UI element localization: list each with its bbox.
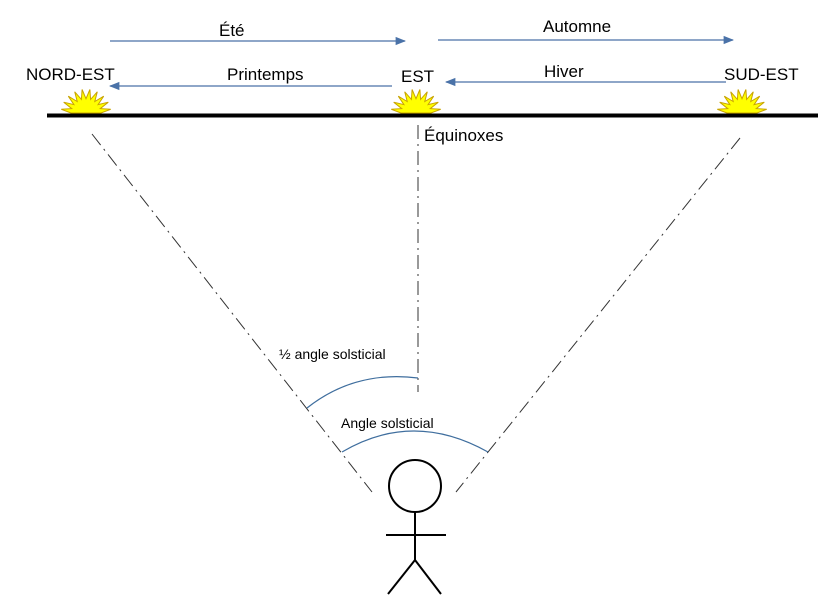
half-angle-arc <box>306 376 419 409</box>
est-label: EST <box>401 67 434 86</box>
ete-label: Été <box>219 21 245 40</box>
full-angle-arc <box>341 430 489 453</box>
sun-rays <box>61 89 111 114</box>
automne-label: Automne <box>543 17 611 36</box>
sun-icon <box>61 89 111 114</box>
person-left-leg <box>387 559 416 595</box>
sud-est-label: SUD-EST <box>724 65 799 84</box>
equinoxes-label: Équinoxes <box>424 126 503 145</box>
sightline-nord-est <box>91 133 373 493</box>
sun-rays <box>391 89 441 114</box>
sightline-sud-est <box>455 137 741 493</box>
person-right-leg <box>414 559 442 595</box>
hiver-label: Hiver <box>544 62 584 81</box>
person-icon <box>386 459 446 595</box>
angle-label: Angle solsticial <box>341 415 434 431</box>
printemps-label: Printemps <box>227 65 304 84</box>
nord-est-label: NORD-EST <box>26 65 115 84</box>
sun-rays <box>717 89 767 114</box>
person-head <box>388 459 442 513</box>
half-angle-label: ½ angle solsticial <box>279 346 386 362</box>
sun-icon <box>717 89 767 114</box>
sun-icon <box>391 89 441 114</box>
